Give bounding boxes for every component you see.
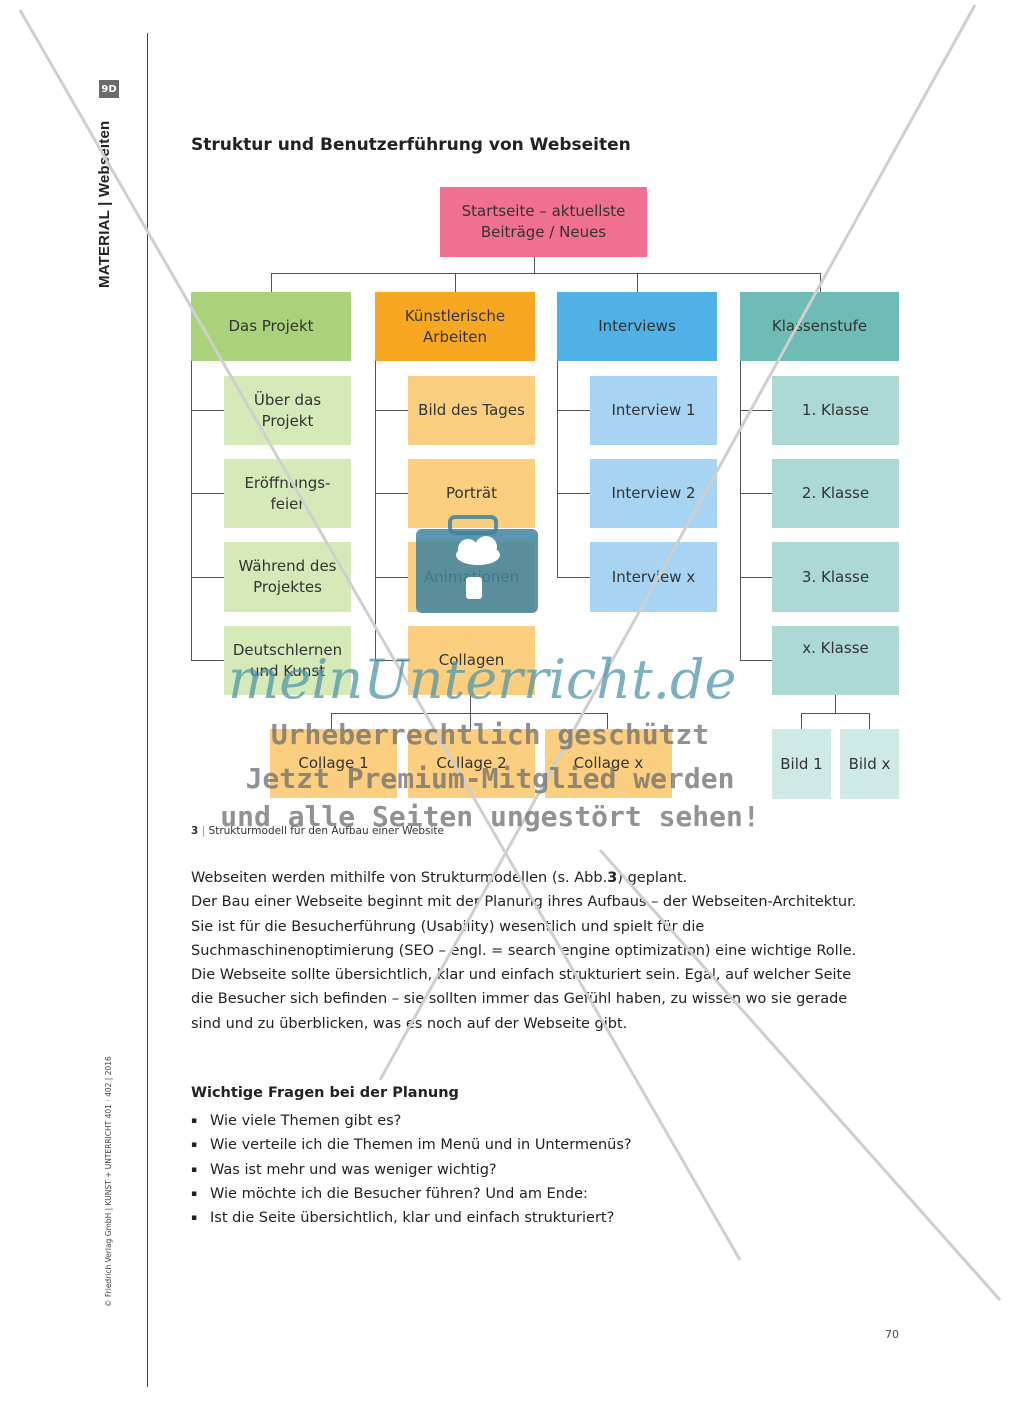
list-item: Was ist mehr und was weniger wichtig?	[191, 1158, 632, 1183]
connector	[191, 410, 224, 411]
connector	[191, 660, 224, 661]
connector	[820, 273, 821, 292]
figure-caption: 3 | Strukturmodell für den Aufbau einer …	[191, 825, 444, 837]
caption-separator: |	[201, 825, 209, 837]
node-interview-1: Interview 1	[590, 376, 717, 445]
connector	[455, 273, 456, 292]
connector	[557, 410, 590, 411]
node-interviews: Interviews	[557, 292, 717, 361]
connector	[607, 713, 608, 729]
list-item: Wie verteile ich die Themen im Menü und …	[191, 1133, 632, 1158]
node-klassenstufe: Klassenstufe	[740, 292, 899, 361]
node-collage-x: Collage x	[545, 729, 672, 798]
node-das-projekt: Das Projekt	[191, 292, 351, 361]
caption-text: Strukturmodell für den Aufbau einer Webs…	[208, 825, 444, 837]
connector	[740, 410, 773, 411]
chapter-badge: 9D	[99, 80, 119, 98]
node-eroeffnungsfeier: Eröffnungs-feier	[224, 459, 351, 528]
connector	[740, 493, 773, 494]
figure-reference: 3	[607, 870, 618, 886]
connector	[557, 577, 590, 578]
node-interview-2: Interview 2	[590, 459, 717, 528]
connector	[557, 361, 558, 577]
node-waehrend-des-projektes: Während des Projektes	[224, 542, 351, 612]
node-ueber-das-projekt: Über das Projekt	[224, 376, 351, 445]
connector	[470, 695, 471, 714]
node-bild-1: Bild 1	[772, 729, 831, 799]
node-kuenstlerische-arbeiten: Künstlerische Arbeiten	[375, 292, 535, 361]
node-collage-1: Collage 1	[270, 729, 397, 798]
node-animationen: Animationen	[408, 542, 535, 612]
connector	[557, 493, 590, 494]
connector	[740, 660, 773, 661]
body-text: Webseiten werden mithilfe von Strukturmo…	[191, 866, 861, 1036]
caption-number: 3	[191, 825, 199, 837]
connector	[740, 577, 773, 578]
connector	[271, 273, 272, 292]
questions-heading: Wichtige Fragen bei der Planung	[191, 1085, 459, 1101]
node-collage-2: Collage 2	[408, 729, 535, 798]
connector	[470, 713, 471, 729]
body-paragraph: Webseiten werden mithilfe von Strukturmo…	[191, 866, 861, 890]
node-klasse-x: x. Klasse	[772, 626, 899, 695]
node-klasse-2: 2. Klasse	[772, 459, 899, 528]
connector	[740, 361, 741, 661]
connector	[534, 257, 535, 274]
connector	[375, 361, 376, 661]
node-deutschlernen: Deutschlernen und Kunst	[224, 626, 351, 695]
body-paragraph: Sie ist für die Besucherführung (Usabili…	[191, 918, 857, 959]
questions-list: Wie viele Themen gibt es? Wie verteile i…	[191, 1109, 632, 1231]
body-paragraph: Der Bau einer Webseite beginnt mit der P…	[191, 894, 857, 911]
connector	[375, 660, 408, 661]
node-bild-des-tages: Bild des Tages	[408, 376, 535, 445]
node-klasse-1: 1. Klasse	[772, 376, 899, 445]
list-item: Wie viele Themen gibt es?	[191, 1109, 632, 1134]
connector	[191, 361, 192, 661]
connector	[375, 410, 408, 411]
connector	[801, 713, 869, 714]
body-text-part: ) geplant.	[617, 870, 688, 886]
list-item: Ist die Seite übersichtlich, klar und ei…	[191, 1206, 632, 1231]
connector	[375, 493, 408, 494]
connector	[331, 713, 332, 729]
connector	[637, 273, 638, 292]
page-number: 70	[885, 1328, 899, 1341]
body-text-part: Webseiten werden mithilfe von Strukturmo…	[191, 870, 608, 886]
node-root: Startseite – aktuellste Beiträge / Neues	[440, 187, 647, 257]
connector	[869, 713, 870, 729]
node-klasse-3: 3. Klasse	[772, 542, 899, 612]
connector	[271, 273, 820, 274]
node-interview-x: Interview x	[590, 542, 717, 612]
node-collagen: Collagen	[408, 626, 535, 695]
page-title: Struktur und Benutzerführung von Webseit…	[191, 135, 631, 155]
connector	[801, 713, 802, 729]
node-portraet: Porträt	[408, 459, 535, 528]
connector	[191, 493, 224, 494]
body-paragraph: Die Webseite sollte übersichtlich, klar …	[191, 967, 852, 1032]
connector	[191, 577, 224, 578]
connector	[375, 577, 408, 578]
copyright-notice: © Friedrich Verlag GmbH | KUNST + UNTERR…	[104, 1056, 113, 1307]
connector	[331, 713, 607, 714]
section-label: MATERIAL | Webseiten	[96, 120, 113, 288]
connector	[835, 695, 836, 714]
node-bild-x: Bild x	[840, 729, 899, 799]
list-item: Wie möchte ich die Besucher führen? Und …	[191, 1182, 632, 1207]
margin-rule	[147, 33, 148, 1387]
